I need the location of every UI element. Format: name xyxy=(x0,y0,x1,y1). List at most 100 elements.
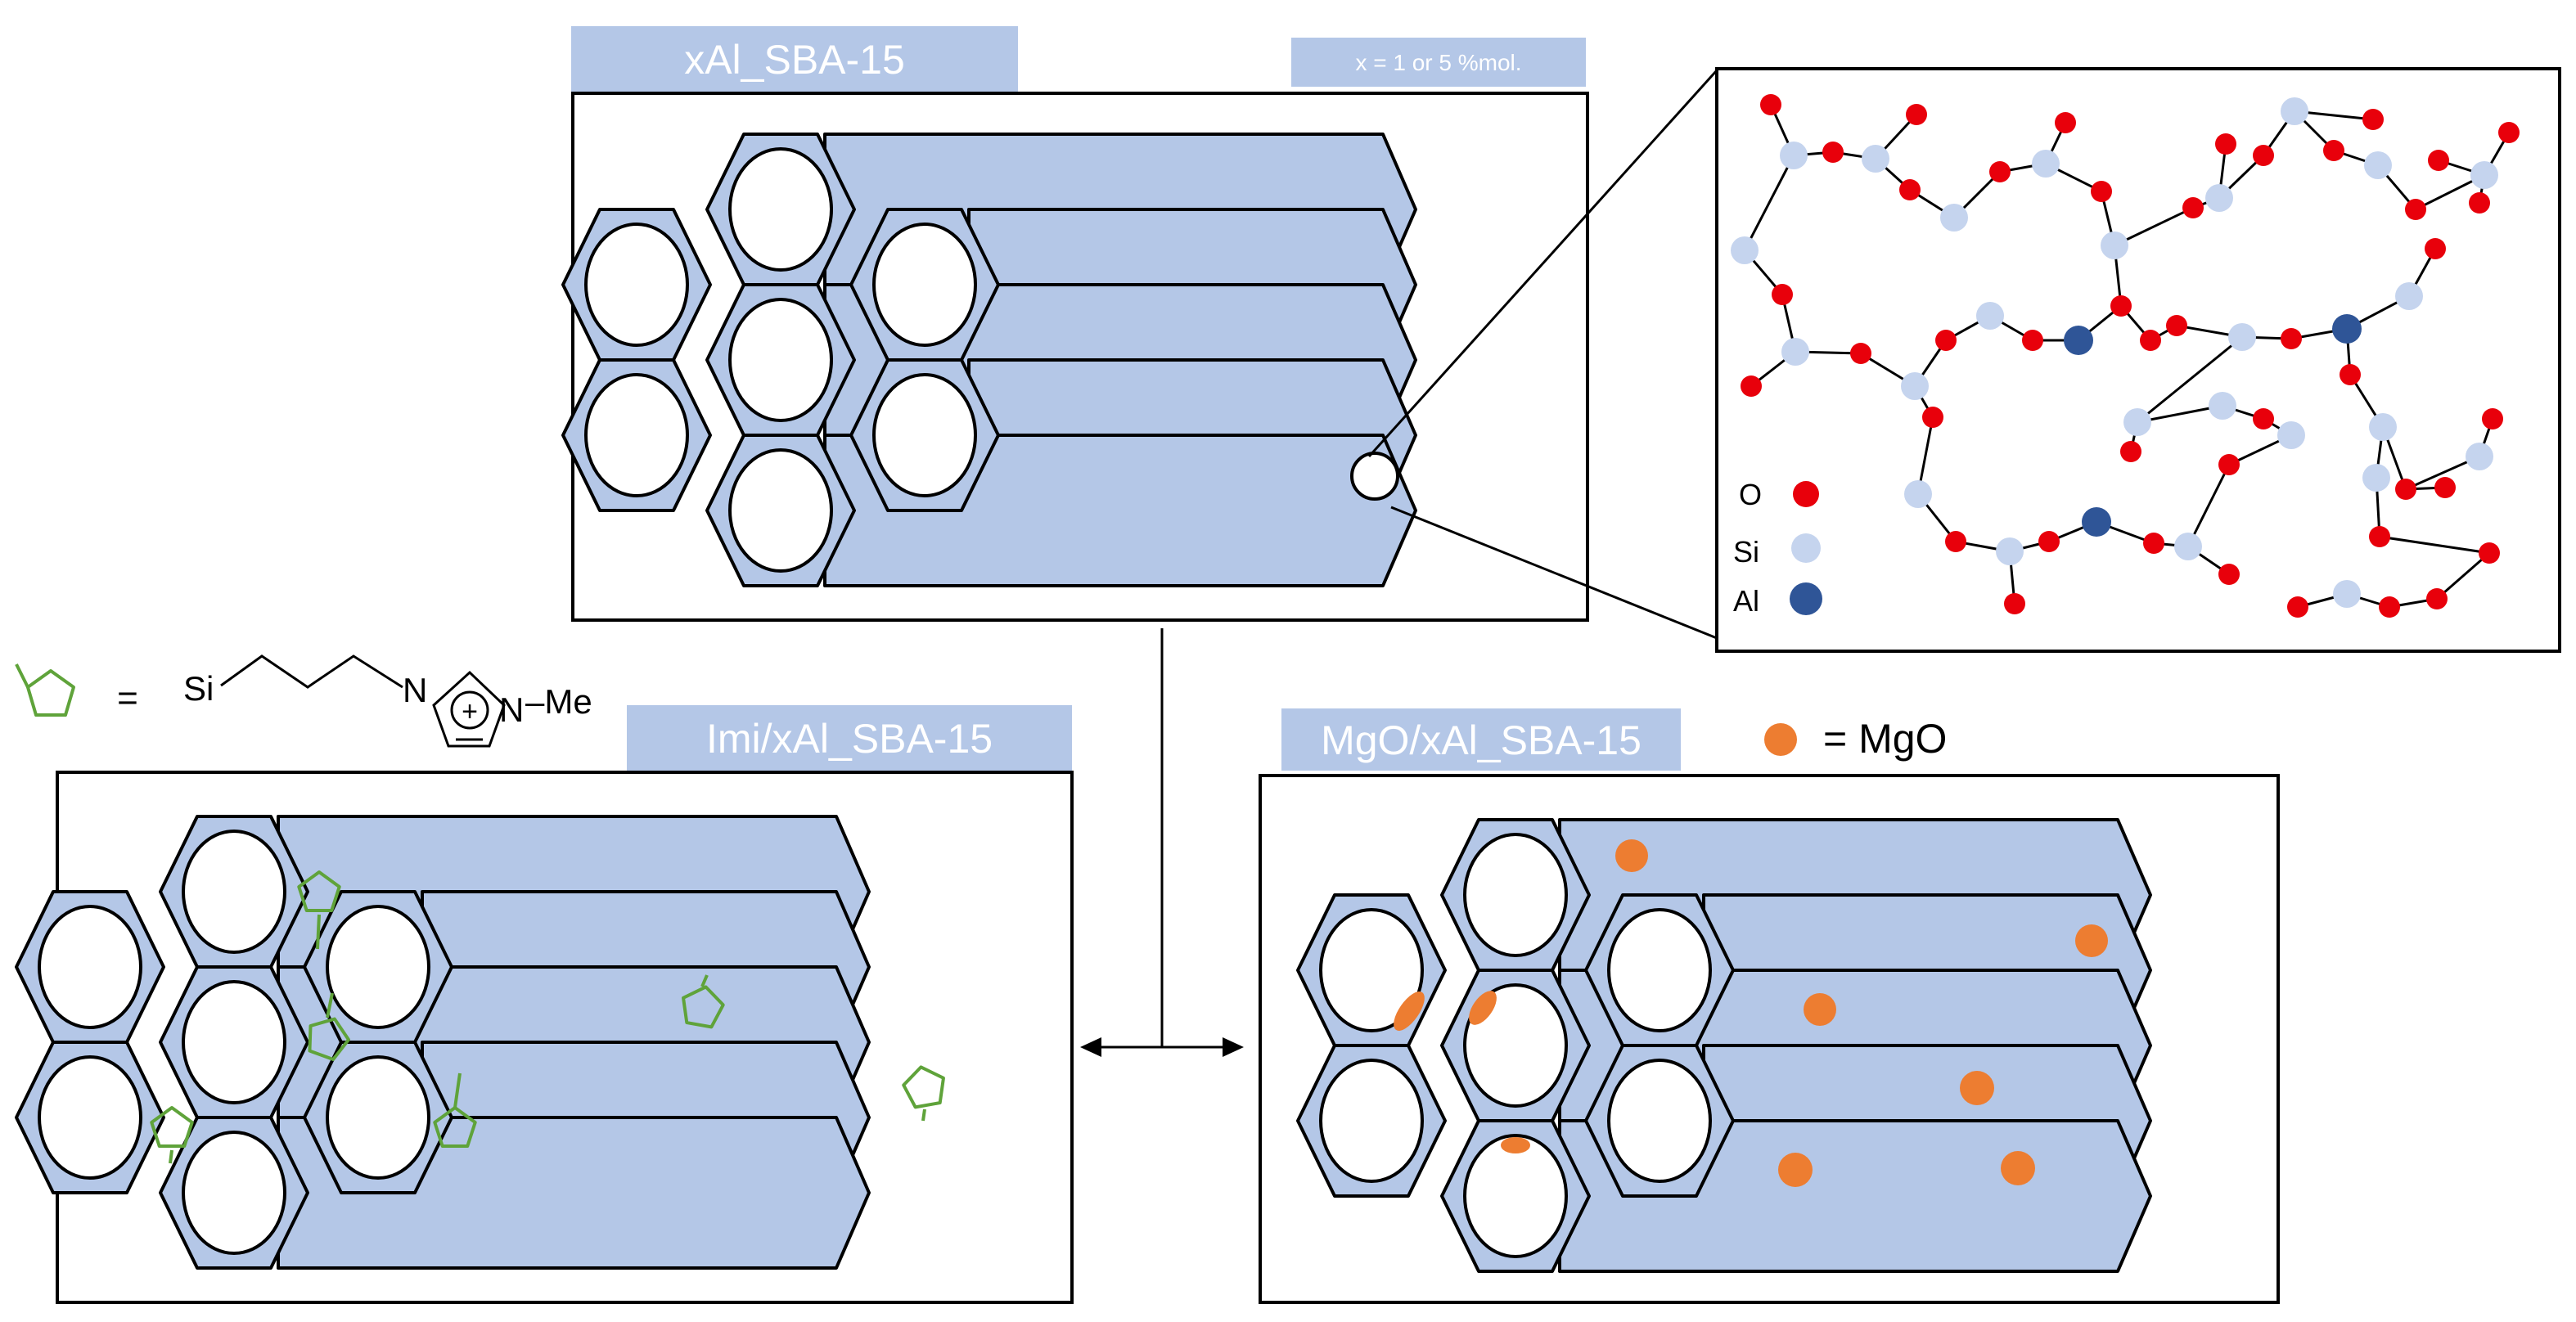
oxygen-atom xyxy=(2287,596,2308,618)
oxygen-atom xyxy=(2004,593,2025,614)
oxygen-atom xyxy=(2425,238,2446,259)
oxygen-atom xyxy=(2340,364,2361,385)
linker-stem xyxy=(453,1072,462,1108)
oxygen-atom xyxy=(2215,133,2236,155)
left-panel: Imi/xAl_SBA-15 xyxy=(15,705,1074,1304)
pore-opening xyxy=(872,223,977,347)
aluminum-atom xyxy=(2332,314,2362,344)
lattice-bond xyxy=(2186,464,2231,547)
mgo-particle xyxy=(1778,1153,1813,1187)
silicon-atom xyxy=(2123,408,2151,436)
oxygen-atom xyxy=(2498,122,2520,143)
oxygen-atom xyxy=(2469,192,2490,214)
pore-opening xyxy=(728,298,833,422)
lattice-bond xyxy=(2114,206,2194,247)
pore-opening xyxy=(1319,908,1424,1032)
atomic-structure-inset: O Si Al xyxy=(1715,67,2561,653)
silicon-atom xyxy=(2101,232,2128,259)
lattice-bond xyxy=(2137,404,2223,424)
top-panel: xAl_SBA-15 x = 1 or 5 %mol. xyxy=(561,26,1589,622)
legend-al-atom xyxy=(1790,582,1822,615)
oxygen-atom xyxy=(2218,454,2240,475)
oxygen-atom xyxy=(2120,441,2141,462)
magnifier xyxy=(1350,69,1718,640)
mgo-particle xyxy=(1615,839,1648,872)
oxygen-atom xyxy=(2143,533,2164,554)
oxygen-atom xyxy=(2055,112,2076,133)
lattice-bond xyxy=(2436,551,2490,600)
oxygen-atom xyxy=(2253,408,2274,429)
legend-al-label: Al xyxy=(1733,584,1759,618)
oxygen-atom xyxy=(1760,94,1781,115)
pore-opening xyxy=(38,905,142,1029)
left-title: Imi/xAl_SBA-15 xyxy=(706,716,993,762)
charge-circle xyxy=(450,690,489,730)
oxygen-atom xyxy=(1935,330,1957,351)
linker-stem xyxy=(326,992,334,1018)
lattice-bond xyxy=(1743,155,1795,251)
oxygen-atom xyxy=(2253,145,2274,166)
mgo-particle xyxy=(1960,1071,1994,1105)
silicon-atom xyxy=(2470,161,2498,189)
pore-opening xyxy=(182,1131,286,1255)
silicon-atom xyxy=(2277,421,2305,449)
oxygen-atom xyxy=(1772,284,1793,305)
oxygen-atom xyxy=(1850,343,1871,364)
oxygen-atom xyxy=(2182,197,2204,218)
oxygen-atom xyxy=(1945,531,1966,552)
silicon-atom xyxy=(2205,184,2233,212)
right-title-box xyxy=(1281,708,1681,771)
pore-opening xyxy=(728,147,833,272)
connector-arrows xyxy=(1080,628,1244,1057)
oxygen-atom xyxy=(2482,408,2503,429)
silicon-atom xyxy=(2364,151,2392,179)
oxygen-atom xyxy=(2140,330,2161,351)
oxygen-atom xyxy=(2091,181,2112,202)
right-pore-bundle xyxy=(1296,818,2152,1273)
imidazole-ring xyxy=(432,670,506,748)
silicon-atom xyxy=(2228,323,2256,351)
pore-opening xyxy=(182,980,286,1104)
propyl-chain xyxy=(220,654,403,689)
linker-stem xyxy=(700,974,709,987)
oxygen-atom xyxy=(2323,140,2344,161)
charge-sign: + xyxy=(462,696,478,727)
top-title: xAl_SBA-15 xyxy=(684,37,905,83)
n2-label: N xyxy=(499,690,524,729)
oxygen-atom xyxy=(2369,526,2390,547)
pore-opening xyxy=(872,373,977,497)
left-pore-bundle xyxy=(15,815,871,1270)
silicon-atom xyxy=(1781,338,1809,366)
zoom-line-upper xyxy=(1367,69,1718,458)
top-note-box xyxy=(1291,38,1586,87)
top-note: x = 1 or 5 %mol. xyxy=(1355,50,1521,75)
oxygen-atom xyxy=(2379,596,2400,618)
silicon-atom xyxy=(2281,97,2308,125)
silicon-atom xyxy=(1996,537,2024,565)
lattice-bond xyxy=(2379,535,2490,555)
aluminum-atom xyxy=(2082,507,2111,537)
oxygen-atom xyxy=(1906,104,1927,125)
legend-si-atom xyxy=(1791,533,1821,563)
linker-stem xyxy=(921,1108,926,1122)
equals-sign: = xyxy=(117,678,138,718)
pore-opening xyxy=(1463,1134,1568,1258)
silicon-atom xyxy=(1976,302,2004,330)
linker-icon xyxy=(15,663,75,717)
imidazolium-ring-icon xyxy=(682,985,725,1029)
pore-opening xyxy=(584,223,689,347)
oxygen-atom xyxy=(2038,531,2060,552)
oxygen-atom xyxy=(1899,179,1921,200)
silicon-atom xyxy=(1904,480,1932,508)
oxygen-atom xyxy=(2405,199,2426,220)
pore-opening xyxy=(1607,1059,1712,1183)
silicon-atom xyxy=(2174,533,2202,560)
silicon-atom xyxy=(2395,282,2423,310)
lattice-bond xyxy=(2137,335,2243,424)
mgo-legend-dot xyxy=(1764,723,1797,756)
atom-legend: O Si Al xyxy=(1733,478,1822,618)
mgo-particle xyxy=(2075,924,2108,957)
linker-stem xyxy=(316,914,321,950)
silicon-atom xyxy=(1940,204,1968,232)
